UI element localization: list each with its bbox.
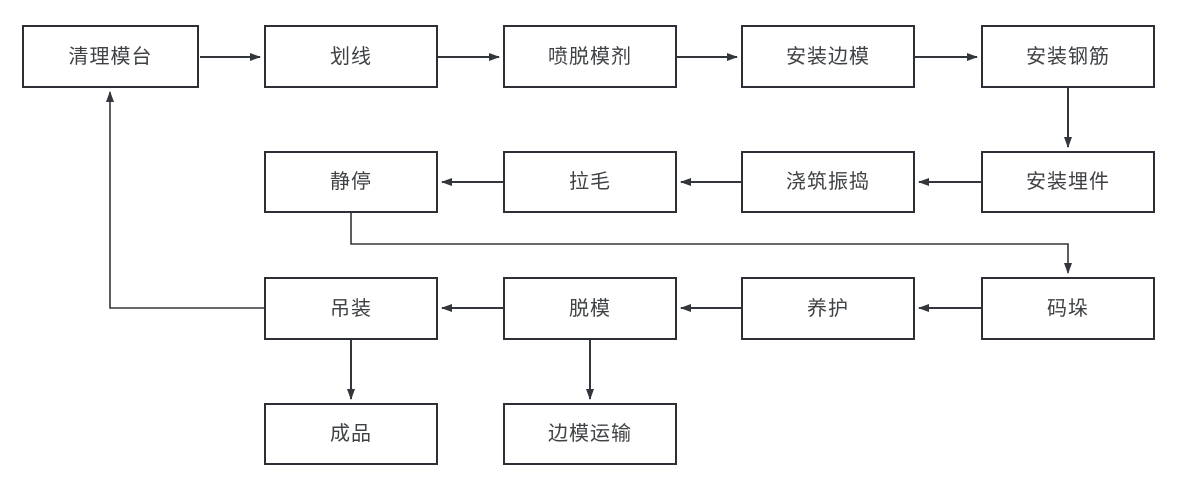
node-roughening: 拉毛 <box>503 151 677 213</box>
node-demolding-label: 脱模 <box>569 297 611 320</box>
node-curing-label: 养护 <box>807 297 849 320</box>
node-clean-mold-table: 清理模台 <box>22 25 199 88</box>
node-finished-product-label: 成品 <box>330 423 372 445</box>
arrow-resting-to-stacking <box>350 213 1072 274</box>
node-hoisting-label: 吊装 <box>330 297 372 320</box>
node-install-embeds: 安装埋件 <box>981 151 1155 213</box>
node-hoisting: 吊装 <box>264 277 438 340</box>
node-pour-vibrate-label: 浇筑振捣 <box>786 171 870 193</box>
node-finished-product: 成品 <box>264 403 438 465</box>
node-spray-release-agent: 喷脱模剂 <box>503 25 677 88</box>
arrow-hoisting-to-clean-mold-table <box>106 91 264 309</box>
node-install-embeds-label: 安装埋件 <box>1026 171 1110 193</box>
node-marking: 划线 <box>264 25 438 88</box>
node-resting: 静停 <box>264 151 438 213</box>
node-stacking: 码垛 <box>981 277 1155 340</box>
node-demolding: 脱模 <box>503 277 677 340</box>
node-curing: 养护 <box>741 277 915 340</box>
node-marking-label: 划线 <box>330 45 372 68</box>
node-install-side-forms: 安装边模 <box>741 25 915 88</box>
node-resting-label: 静停 <box>330 171 372 193</box>
node-install-rebar: 安装钢筋 <box>981 25 1155 88</box>
node-spray-release-agent-label: 喷脱模剂 <box>548 45 632 68</box>
node-clean-mold-table-label: 清理模台 <box>68 45 153 68</box>
node-roughening-label: 拉毛 <box>569 171 611 193</box>
node-install-side-forms-label: 安装边模 <box>786 45 870 68</box>
node-pour-vibrate: 浇筑振捣 <box>741 151 915 213</box>
node-install-rebar-label: 安装钢筋 <box>1026 45 1110 68</box>
node-stacking-label: 码垛 <box>1047 297 1089 320</box>
node-side-form-transport: 边模运输 <box>503 403 677 465</box>
node-side-form-transport-label: 边模运输 <box>548 423 632 445</box>
